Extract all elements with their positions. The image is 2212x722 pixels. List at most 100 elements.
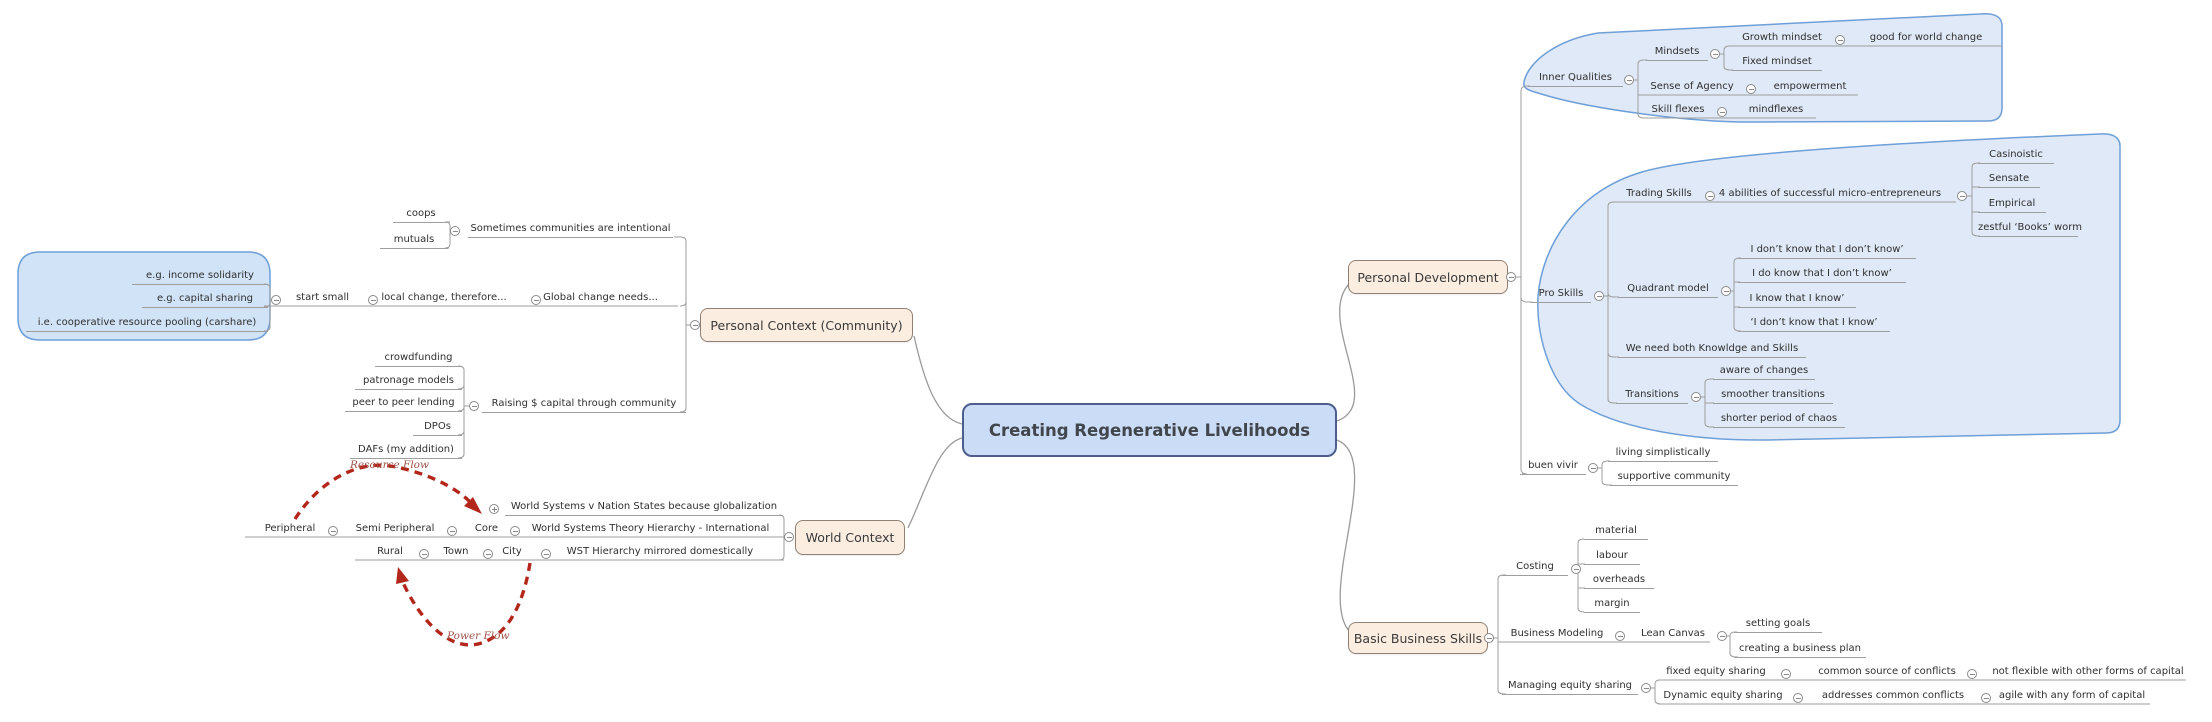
collapse-toggle[interactable] (1981, 693, 1991, 703)
collapse-toggle[interactable] (1967, 669, 1977, 679)
node-transitions[interactable]: Transitions (1616, 387, 1688, 404)
node-inner-qualities[interactable]: Inner Qualities (1528, 70, 1623, 87)
node-empowerment[interactable]: empowerment (1773, 81, 1847, 92)
node-basic-business[interactable]: Basic Business Skills (1348, 622, 1488, 654)
node-patronage-models[interactable]: patronage models (355, 373, 462, 390)
collapse-toggle[interactable] (1793, 693, 1803, 703)
node-zestful-books-worm[interactable]: zestful ‘Books’ worm (1978, 220, 2082, 237)
collapse-toggle[interactable] (1641, 683, 1651, 693)
node-sense-of-agency[interactable]: Sense of Agency (1650, 81, 1734, 92)
node-material[interactable]: material (1584, 523, 1648, 540)
collapse-toggle[interactable] (1571, 564, 1581, 574)
node-income-solidarity[interactable]: e.g. income solidarity (132, 268, 268, 285)
collapse-toggle[interactable] (1721, 286, 1731, 296)
expand-toggle[interactable] (489, 504, 499, 514)
collapse-toggle[interactable] (510, 526, 520, 536)
collapse-toggle[interactable] (1717, 631, 1727, 641)
node-fixed-mindset[interactable]: Fixed mindset (1732, 54, 1822, 71)
collapse-toggle[interactable] (1835, 35, 1845, 45)
node-personal-context[interactable]: Personal Context (Community) (700, 308, 913, 342)
node-need-both[interactable]: We need both Knowldge and Skills (1618, 341, 1806, 358)
node-semi-peripheral[interactable]: Semi Peripheral (355, 523, 435, 534)
node-wsns[interactable]: World Systems v Nation States because gl… (505, 499, 783, 516)
collapse-toggle[interactable] (1615, 631, 1625, 641)
collapse-toggle[interactable] (1624, 75, 1634, 85)
node-business-modeling[interactable]: Business Modeling (1510, 628, 1604, 639)
collapse-toggle[interactable] (483, 549, 493, 559)
node-aware-of-changes[interactable]: aware of changes (1713, 363, 1815, 380)
node-dynamic-equity[interactable]: Dynamic equity sharing (1663, 690, 1783, 701)
node-resource-pooling[interactable]: i.e. cooperative resource pooling (carsh… (26, 315, 268, 332)
node-growth-mindset[interactable]: Growth mindset (1742, 32, 1822, 43)
node-town[interactable]: Town (443, 546, 469, 557)
node-raising-capital[interactable]: Raising $ capital through community (482, 396, 686, 413)
power-flow-label[interactable]: Power Flow (447, 630, 510, 642)
node-quadrant-model[interactable]: Quadrant model (1618, 281, 1718, 298)
node-not-flexible[interactable]: not flexible with other forms of capital (1992, 666, 2184, 677)
collapse-toggle[interactable] (1506, 272, 1516, 282)
node-skill-flexes[interactable]: Skill flexes (1651, 104, 1705, 115)
node-mindsets[interactable]: Mindsets (1646, 44, 1708, 61)
node-coops[interactable]: coops (393, 206, 449, 223)
collapse-toggle[interactable] (541, 549, 551, 559)
node-costing[interactable]: Costing (1502, 559, 1568, 576)
node-smoother-transitions[interactable]: smoother transitions (1713, 387, 1833, 404)
node-global-change[interactable]: Global change needs... (543, 292, 658, 303)
node-good-for-world-change[interactable]: good for world change (1869, 32, 1983, 43)
collapse-toggle[interactable] (450, 226, 460, 236)
node-addresses-conflicts[interactable]: addresses common conflicts (1821, 690, 1965, 701)
collapse-toggle[interactable] (1588, 463, 1598, 473)
root-node[interactable]: Creating Regenerative Livelihoods (962, 403, 1337, 457)
collapse-toggle[interactable] (419, 549, 429, 559)
collapse-toggle[interactable] (1484, 633, 1494, 643)
collapse-toggle[interactable] (531, 295, 541, 305)
node-managing-equity[interactable]: Managing equity sharing (1502, 678, 1638, 695)
collapse-toggle[interactable] (1710, 49, 1720, 59)
node-intentional[interactable]: Sometimes communities are intentional (468, 221, 673, 238)
node-living-simplistically[interactable]: living simplistically (1608, 445, 1718, 462)
collapse-toggle[interactable] (447, 526, 457, 536)
node-wst-domestic[interactable]: WST Hierarchy mirrored domestically (566, 546, 754, 557)
node-start-small[interactable]: start small (295, 292, 350, 303)
node-world-context[interactable]: World Context (795, 520, 905, 555)
node-personal-development[interactable]: Personal Development (1348, 260, 1508, 294)
node-dafs[interactable]: DAFs (my addition) (350, 442, 462, 459)
node-casinoistic[interactable]: Casinoistic (1978, 147, 2054, 164)
collapse-toggle[interactable] (328, 526, 338, 536)
node-shorter-chaos[interactable]: shorter period of chaos (1713, 411, 1845, 428)
node-peripheral[interactable]: Peripheral (264, 523, 316, 534)
node-trading-skills[interactable]: Trading Skills (1626, 188, 1692, 199)
node-empirical[interactable]: Empirical (1978, 196, 2046, 213)
node-agile-capital[interactable]: agile with any form of capital (1998, 690, 2146, 701)
node-core[interactable]: Core (474, 523, 499, 534)
resource-flow-label[interactable]: Resource Flow (350, 459, 429, 471)
collapse-toggle[interactable] (1957, 191, 1967, 201)
node-city[interactable]: City (502, 546, 522, 557)
node-fixed-equity[interactable]: fixed equity sharing (1666, 666, 1766, 677)
node-lean-canvas[interactable]: Lean Canvas (1641, 628, 1705, 639)
collapse-toggle[interactable] (1781, 669, 1791, 679)
node-buen-vivir[interactable]: buen vivir (1520, 458, 1586, 475)
node-margin[interactable]: margin (1584, 596, 1640, 613)
node-peer-lending[interactable]: peer to peer lending (345, 395, 462, 412)
node-quadrant-4[interactable]: ‘I don’t know that I know’ (1738, 315, 1890, 332)
node-local-change[interactable]: local change, therefore... (381, 292, 507, 303)
node-crowdfunding[interactable]: crowdfunding (375, 350, 462, 367)
collapse-toggle[interactable] (271, 295, 281, 305)
node-wst-international[interactable]: World Systems Theory Hierarchy - Interna… (531, 523, 770, 534)
node-four-abilities[interactable]: 4 abilities of successful micro-entrepre… (1718, 188, 1942, 199)
node-business-plan[interactable]: creating a business plan (1734, 641, 1866, 658)
node-sensate[interactable]: Sensate (1978, 171, 2040, 188)
node-common-conflicts[interactable]: common source of conflicts (1818, 666, 1956, 677)
collapse-toggle[interactable] (1691, 392, 1701, 402)
node-mutuals[interactable]: mutuals (380, 232, 448, 249)
node-rural[interactable]: Rural (377, 546, 403, 557)
node-quadrant-2[interactable]: I do know that I don’t know’ (1738, 266, 1906, 283)
collapse-toggle[interactable] (469, 401, 479, 411)
collapse-toggle[interactable] (784, 532, 794, 542)
node-quadrant-3[interactable]: I know that I know’ (1738, 291, 1856, 308)
collapse-toggle[interactable] (1746, 84, 1756, 94)
collapse-toggle[interactable] (368, 295, 378, 305)
node-pro-skills[interactable]: Pro Skills (1531, 286, 1591, 303)
node-capital-sharing[interactable]: e.g. capital sharing (142, 291, 268, 308)
